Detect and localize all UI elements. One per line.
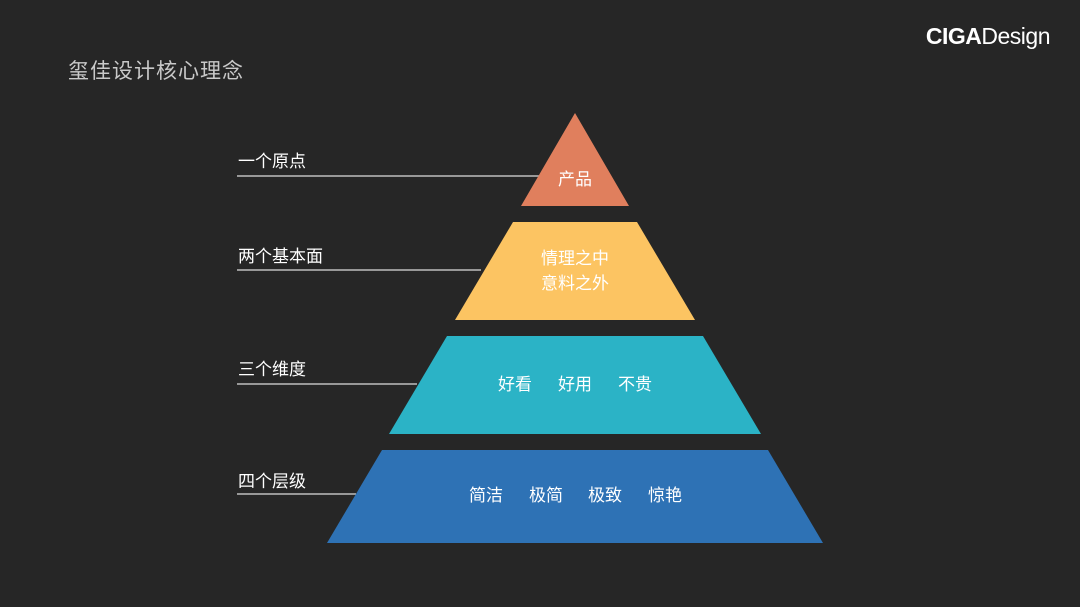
pyramid-tier-4 [327, 450, 823, 543]
tier-3-label: 三个维度 [238, 360, 306, 380]
pyramid-tier-3 [389, 336, 761, 434]
tier-4-word-4: 惊艳 [648, 486, 682, 506]
page-title: 玺佳设计核心理念 [68, 59, 244, 83]
tier-2-line-2: 意料之外 [541, 274, 609, 294]
tier-4-word-1: 简洁 [469, 486, 503, 506]
pyramid-tier-1 [521, 113, 629, 206]
tier-2-label: 两个基本面 [238, 247, 323, 267]
tier-4-word-2: 极简 [529, 486, 563, 506]
tier-2-line-1: 情理之中 [541, 249, 609, 269]
tier-3-word-3: 不贵 [618, 375, 652, 395]
tier-1-label: 一个原点 [238, 152, 306, 172]
tier-1-text: 产品 [558, 170, 592, 190]
tier-3-word-1: 好看 [498, 375, 532, 395]
logo-sub: Design [981, 23, 1050, 49]
pyramid-tier-2 [455, 222, 695, 320]
tier-3-word-2: 好用 [558, 375, 592, 395]
logo-brand: CIGA [925, 23, 982, 49]
brand-logo: CIGADesign [925, 23, 1051, 50]
tier-4-label: 四个层级 [238, 472, 306, 492]
tier-4-word-3: 极致 [588, 486, 622, 506]
